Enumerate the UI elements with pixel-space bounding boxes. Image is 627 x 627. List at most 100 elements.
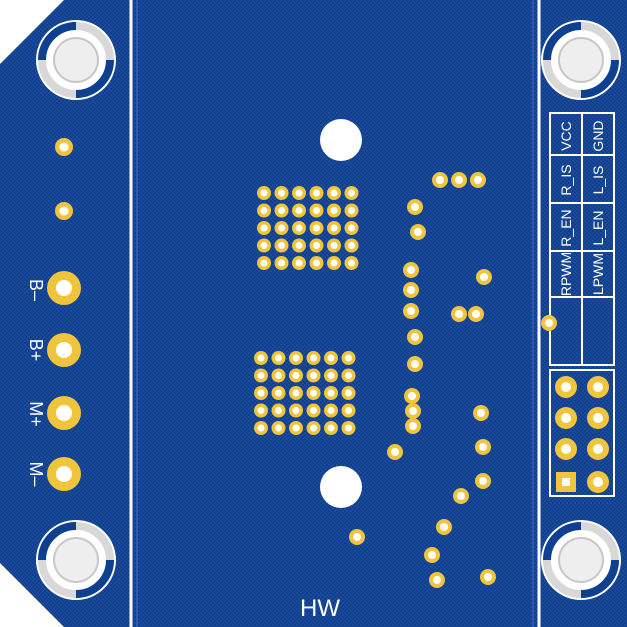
via-drill	[310, 354, 317, 362]
via-drill	[391, 448, 399, 456]
header-label-r-is: R_IS	[558, 164, 574, 195]
via-drill	[545, 319, 553, 327]
via-drill	[345, 372, 352, 379]
mounting-hole-bore	[558, 537, 604, 583]
via-drill	[295, 189, 303, 197]
via-drill	[327, 424, 335, 432]
via-drill	[330, 189, 338, 197]
label-m-minus: M–	[26, 461, 46, 486]
mounting-hole-bore	[53, 37, 99, 83]
mounting-hole-bore	[53, 537, 99, 583]
solder-pad-drill	[56, 280, 72, 296]
via-drill	[260, 242, 268, 249]
solder-pad-drill	[56, 342, 72, 358]
header-label-lpwm: LPWM	[590, 253, 606, 295]
via-drill	[257, 424, 265, 432]
via-drill	[260, 207, 268, 214]
solder-pad-drill	[56, 405, 72, 421]
via-drill	[353, 533, 361, 541]
via-drill	[455, 310, 463, 318]
via-drill	[257, 354, 265, 362]
mounting-hole-gap	[75, 559, 114, 598]
via-drill	[480, 273, 488, 281]
via-drill	[457, 492, 465, 500]
header-pin-drill	[561, 413, 571, 423]
via-drill	[275, 372, 282, 379]
header-pin-box	[549, 369, 615, 497]
via-drill	[260, 189, 268, 197]
via-drill	[479, 477, 487, 485]
via-drill	[414, 228, 422, 236]
via-drill	[260, 224, 268, 232]
via-drill	[292, 389, 300, 397]
via-drill	[436, 176, 444, 184]
via-drill	[292, 424, 300, 432]
via-drill	[260, 259, 268, 267]
via-drill	[278, 242, 285, 249]
via-drill	[477, 409, 485, 417]
header-pin-drill	[593, 382, 603, 392]
via-drill	[310, 424, 317, 432]
header-pin-drill	[562, 478, 570, 486]
via-drill	[348, 242, 355, 249]
via-drill	[440, 523, 448, 531]
via-drill	[327, 389, 335, 397]
via-drill	[411, 333, 419, 341]
via-drill	[407, 266, 415, 274]
via-drill	[327, 372, 335, 379]
via-drill	[292, 354, 300, 362]
header-pin-drill	[593, 444, 603, 454]
mounting-hole-gap	[38, 522, 77, 561]
mounting-hole-gap	[580, 59, 619, 98]
via-drill	[278, 224, 285, 232]
via-drill	[275, 389, 282, 397]
via-drill	[345, 389, 352, 397]
via-drill	[345, 407, 352, 414]
via-drill	[257, 407, 265, 414]
label-b-minus: B–	[26, 279, 46, 301]
label-m-plus: M+	[26, 401, 46, 427]
via-drill	[278, 259, 285, 267]
via-drill	[327, 354, 335, 362]
via-drill	[310, 407, 317, 414]
header-label-l-is: L_IS	[590, 166, 606, 195]
via-drill	[313, 242, 320, 249]
via-drill	[295, 224, 303, 232]
via-drill	[484, 573, 492, 581]
via-drill	[292, 372, 300, 379]
header-pin-drill	[561, 382, 571, 392]
header-label-vcc: VCC	[558, 121, 574, 151]
via-drill	[433, 576, 441, 584]
via-drill	[479, 443, 487, 451]
via-drill	[275, 407, 282, 414]
center-hole-top	[320, 119, 362, 161]
header-label-l-en: L_EN	[590, 210, 606, 245]
via-drill	[313, 224, 320, 232]
solder-pad-drill	[56, 466, 72, 482]
via-drill	[313, 207, 320, 214]
via-drill	[310, 372, 317, 379]
via-drill	[330, 259, 338, 267]
via-drill	[295, 242, 303, 249]
silk-label-hw: HW	[300, 595, 340, 622]
via-drill	[330, 207, 338, 214]
via-drill	[345, 424, 352, 432]
via-drill	[275, 424, 282, 432]
via-drill	[348, 207, 355, 214]
via-drill	[275, 354, 282, 362]
mounting-hole-gap	[543, 22, 582, 61]
via-drill	[411, 203, 419, 211]
via-drill	[345, 354, 352, 362]
center-hole-bottom	[320, 466, 362, 508]
mounting-hole-gap	[38, 22, 77, 61]
mounting-hole-gap	[580, 559, 619, 598]
mounting-hole-bore	[558, 37, 604, 83]
header-label-gnd: GND	[590, 120, 606, 151]
via-drill	[59, 206, 69, 216]
via-drill	[330, 224, 338, 232]
via-drill	[278, 189, 285, 197]
header-label-rpwm: RPWM	[558, 252, 574, 296]
